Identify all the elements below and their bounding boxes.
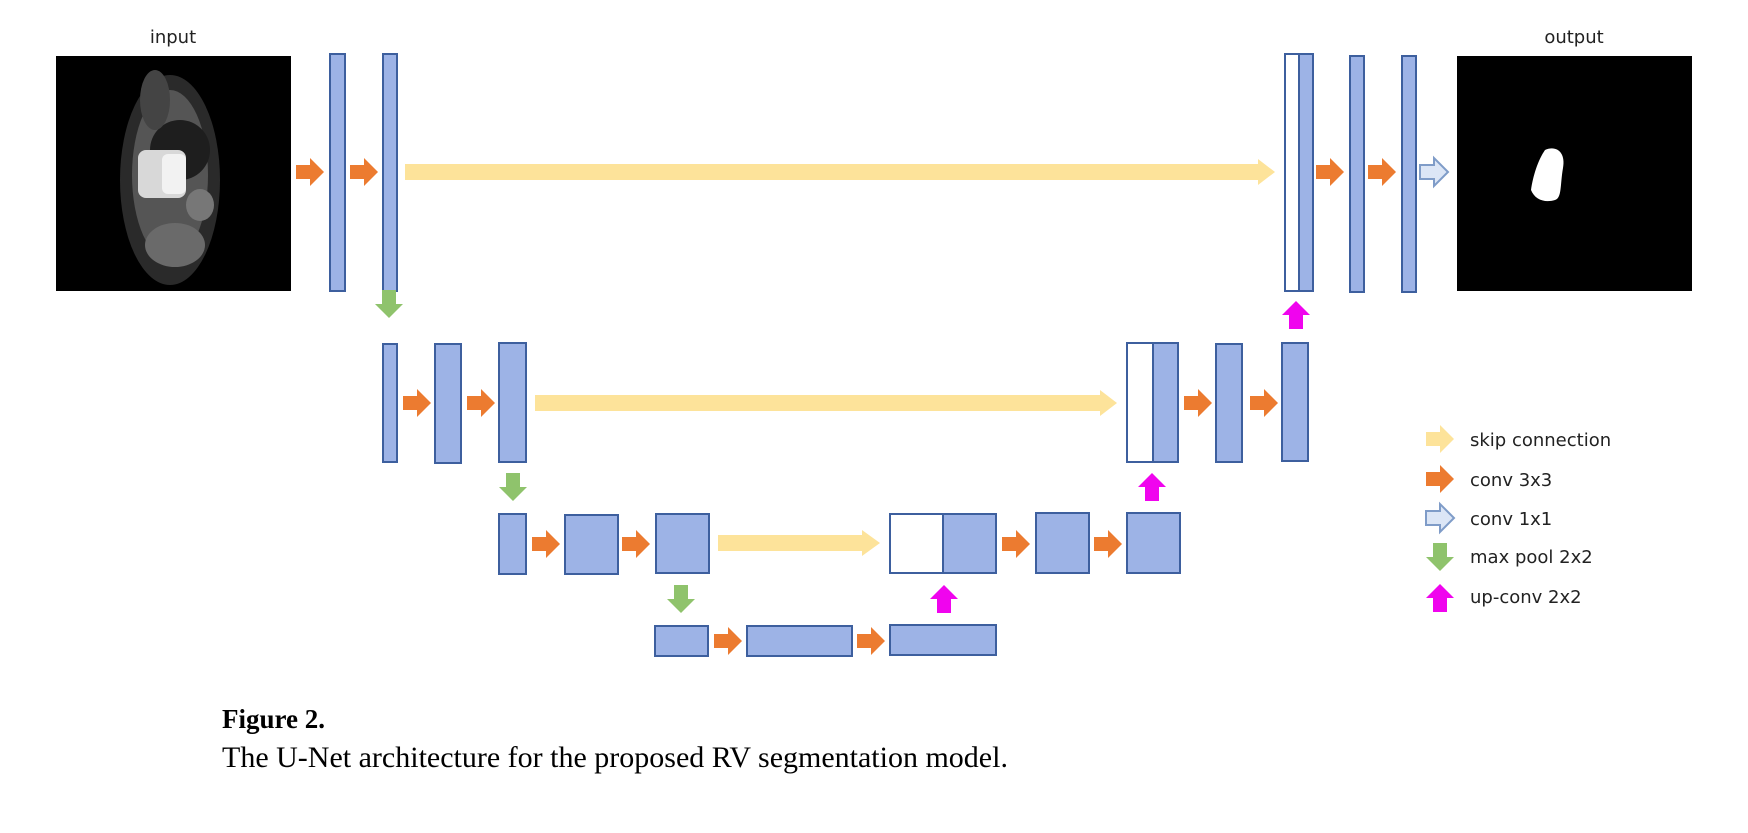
feature-map bbox=[382, 53, 398, 292]
conv3x3-arrow bbox=[714, 627, 742, 655]
legend-conv3x3-icon bbox=[1426, 465, 1454, 493]
feature-map bbox=[1126, 512, 1181, 574]
feature-maps bbox=[329, 53, 1417, 657]
feature-map bbox=[1401, 55, 1417, 293]
conv3x3-arrow bbox=[857, 627, 885, 655]
conv3x3-arrow bbox=[1368, 158, 1396, 186]
conv3x3-arrow bbox=[1316, 158, 1344, 186]
concat-feature-map-up bbox=[942, 513, 997, 574]
concat-feature-map-up bbox=[1152, 342, 1179, 463]
up-conv-arrow bbox=[930, 585, 958, 613]
feature-map bbox=[382, 343, 398, 463]
legend: skip connection conv 3x3 conv 1x1 max po… bbox=[1425, 425, 1611, 612]
conv3x3-arrow bbox=[532, 530, 560, 558]
caption-text: The U-Net architecture for the proposed … bbox=[222, 741, 1008, 774]
figure-caption: Figure 2. The U-Net architecture for the… bbox=[222, 700, 1008, 778]
max-pool-arrow bbox=[499, 473, 527, 501]
concat-feature-map-up bbox=[1298, 53, 1314, 292]
feature-map bbox=[1035, 512, 1090, 574]
feature-map bbox=[746, 625, 853, 657]
input-image bbox=[56, 56, 291, 291]
concat-feature-map-skip bbox=[1284, 53, 1300, 292]
conv3x3-arrow bbox=[622, 530, 650, 558]
up-conv-arrow bbox=[1282, 301, 1310, 329]
max-pool-arrow bbox=[375, 290, 403, 318]
output-label: output bbox=[1544, 27, 1603, 48]
feature-map bbox=[889, 624, 997, 656]
legend-label-conv1x1: conv 1x1 bbox=[1470, 509, 1552, 530]
feature-map bbox=[655, 513, 710, 574]
feature-map bbox=[564, 514, 619, 575]
legend-label-conv3x3: conv 3x3 bbox=[1470, 470, 1552, 491]
conv3x3-arrow bbox=[1184, 389, 1212, 417]
skip-connection-arrow bbox=[535, 390, 1117, 416]
legend-skip-icon bbox=[1426, 425, 1454, 453]
conv3x3-arrow bbox=[403, 389, 431, 417]
legend-conv1x1-icon bbox=[1425, 501, 1456, 535]
feature-map bbox=[1349, 55, 1365, 293]
legend-max-pool-icon bbox=[1426, 543, 1454, 571]
concat-feature-map-skip bbox=[1126, 342, 1154, 463]
conv3x3-arrow bbox=[1002, 530, 1030, 558]
up-conv-arrow bbox=[1138, 473, 1166, 501]
concat-feature-map-skip bbox=[889, 513, 944, 574]
legend-up-conv-icon bbox=[1426, 584, 1454, 612]
conv3x3-arrow bbox=[467, 389, 495, 417]
conv1x1-arrow bbox=[1419, 155, 1450, 189]
feature-map bbox=[1281, 342, 1309, 462]
feature-map bbox=[654, 625, 709, 657]
conv3x3-arrow bbox=[350, 158, 378, 186]
feature-map bbox=[329, 53, 346, 292]
output-image bbox=[1457, 56, 1692, 291]
feature-map bbox=[1215, 343, 1243, 463]
feature-map bbox=[498, 342, 527, 463]
arrows bbox=[296, 155, 1450, 655]
conv3x3-arrow bbox=[296, 158, 324, 186]
skip-connection-arrow bbox=[405, 159, 1275, 185]
conv3x3-arrow bbox=[1250, 389, 1278, 417]
legend-label-skip: skip connection bbox=[1470, 430, 1611, 451]
legend-label-max-pool: max pool 2x2 bbox=[1470, 547, 1593, 568]
legend-label-up-conv: up-conv 2x2 bbox=[1470, 587, 1582, 608]
conv3x3-arrow bbox=[1094, 530, 1122, 558]
max-pool-arrow bbox=[667, 585, 695, 613]
feature-map bbox=[434, 343, 462, 464]
input-label: input bbox=[150, 27, 196, 48]
feature-map bbox=[498, 513, 527, 575]
caption-title: Figure 2. bbox=[222, 704, 325, 734]
skip-connection-arrow bbox=[718, 530, 880, 556]
